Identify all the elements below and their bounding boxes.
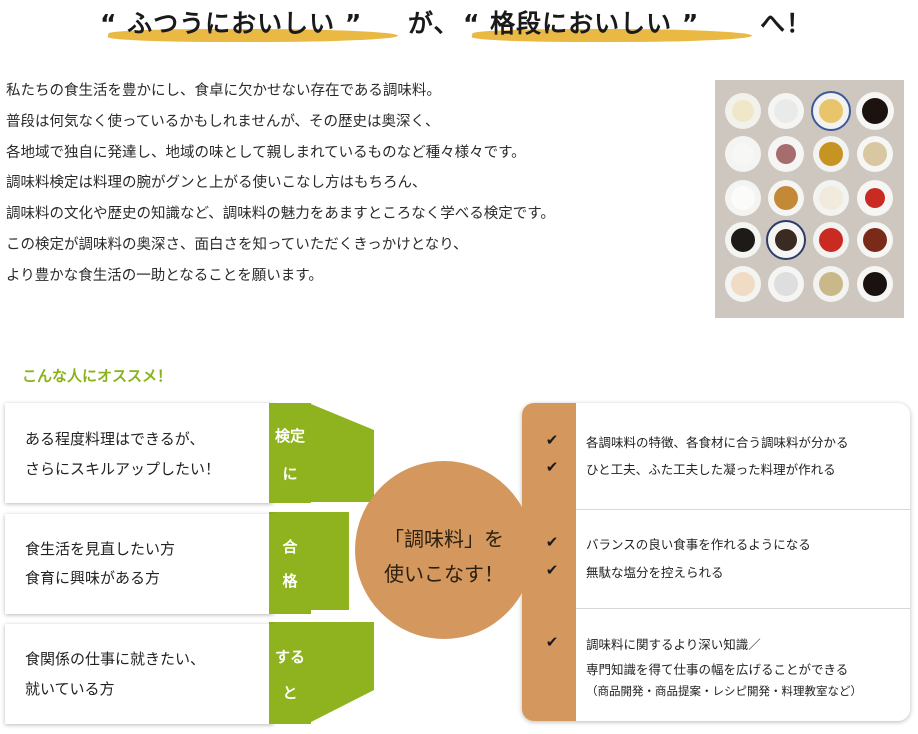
benefit-item-note: （商品開発・商品提案・レシピ開発・料理教室など） — [586, 684, 862, 698]
tab-text: する — [274, 648, 305, 666]
tab-text: と — [282, 684, 298, 702]
tab-suruto: する と — [269, 624, 311, 724]
person-line: 就いている方 — [25, 680, 115, 698]
center-circle: 「調味料」を 使いこなす！ — [355, 461, 533, 639]
intro-line: 調味料検定は料理の腕がグンと上がる使いこなし方はもちろん、 — [6, 175, 427, 192]
benefit-item: 専門知識を得て仕事の幅を広げることができる — [586, 662, 849, 677]
checkmark-icon: ✔ — [545, 633, 559, 651]
tab-text: に — [282, 465, 298, 483]
person-line: ある程度料理はできるが、 — [25, 430, 205, 448]
tab-text: 合 — [282, 538, 298, 556]
intro-paragraph: 私たちの食生活を豊かにし、食卓に欠かせない存在である調味料。 普段は何気なく使っ… — [6, 76, 706, 292]
intro-line: 私たちの食生活を豊かにし、食卓に欠かせない存在である調味料。 — [6, 83, 441, 99]
checkmark-icon: ✔ — [545, 458, 559, 476]
benefit-item: 各調味料の特徴、各食材に合う調味料が分かる — [586, 435, 849, 450]
intro-line: 普段は何気なく使っているかもしれませんが、その歴史は奥深く、 — [6, 113, 440, 130]
headline-connector: が、 — [408, 9, 460, 38]
divider — [576, 509, 910, 510]
benefit-item: 調味料に関するより深い知識／ — [586, 637, 761, 652]
person-box-skill-up: ある程度料理はできるが、 さらにスキルアップしたい！ — [5, 403, 273, 503]
person-line: 食育に興味がある方 — [25, 569, 161, 587]
person-box-diet-review: 食生活を見直したい方 食育に興味がある方 — [5, 514, 273, 614]
tab-goukaku: 合 格 — [269, 514, 311, 614]
person-line: 食生活を見直したい方 — [25, 540, 176, 558]
center-line: 「調味料」を — [384, 527, 504, 551]
divider — [576, 608, 910, 609]
recommend-heading: こんな人にオススメ！ — [22, 367, 173, 385]
headline-part-remarkable: “ 格段においしい ” — [463, 9, 700, 38]
center-line: 使いこなす！ — [384, 562, 504, 586]
benefit-item: バランスの良い食事を作れるようになる — [586, 537, 811, 552]
person-box-food-industry: 食関係の仕事に就きたい、 就いている方 — [5, 624, 273, 724]
benefits-panel: ✔ 各調味料の特徴、各食材に合う調味料が分かる ✔ ひと工夫、ふた工夫した凝った… — [522, 403, 910, 721]
seasonings-photo — [715, 80, 904, 318]
tab-kentei-ni: 検定 に — [269, 403, 311, 503]
intro-line: より豊かな食生活の一助となることを願います。 — [6, 267, 323, 284]
headline-part-ordinary: “ ふつうにおいしい ” — [100, 9, 363, 38]
checkmark-icon: ✔ — [545, 561, 559, 579]
headline: “ ふつうにおいしい ” が、 “ 格段においしい ” へ！ — [0, 0, 918, 48]
benefit-item: 無駄な塩分を控えられる — [586, 565, 724, 580]
person-line: 食関係の仕事に就きたい、 — [25, 650, 206, 668]
intro-line: 調味料の文化や歴史の知識など、調味料の魅力をあますところなく学べる検定です。 — [6, 206, 555, 223]
intro-line: この検定が調味料の奥深さ、面白さを知っていただくきっかけとなり、 — [6, 236, 468, 253]
benefit-item: ひと工夫、ふた工夫した凝った料理が作れる — [586, 462, 836, 477]
tab-text: 格 — [282, 572, 298, 590]
tab-text: 検定 — [274, 427, 305, 445]
checkmark-icon: ✔ — [545, 533, 559, 551]
checkmark-icon: ✔ — [545, 431, 559, 449]
headline-ending: へ！ — [760, 9, 813, 38]
person-line: さらにスキルアップしたい！ — [25, 460, 221, 478]
intro-line: 各地域で独自に発達し、地域の味として親しまれているものなど種々様々です。 — [6, 144, 526, 161]
